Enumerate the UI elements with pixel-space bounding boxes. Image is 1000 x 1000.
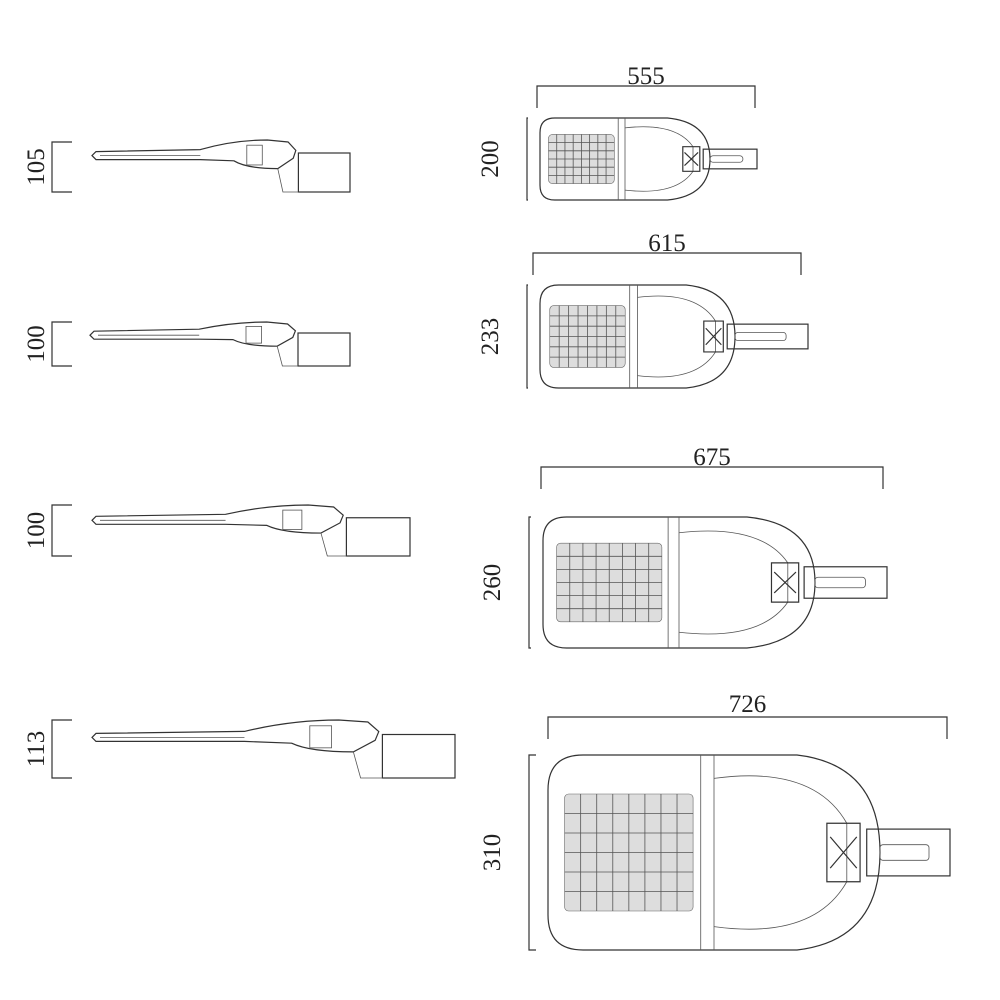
top-height-dimension-line (526, 284, 528, 389)
pole-mount-tube (726, 323, 809, 350)
top-height-label: 200 (477, 140, 504, 178)
luminaire-top-outline (539, 117, 711, 201)
mounting-bracket (381, 733, 456, 779)
top-width-dimension-line (540, 466, 884, 489)
pole-clamp (826, 822, 861, 883)
luminaire-top-outline (542, 516, 816, 649)
top-width-dimension-line (547, 716, 948, 739)
pole-clamp (682, 146, 701, 172)
pole-mount-tube (866, 828, 951, 877)
top-width-dimension-line (532, 252, 802, 275)
led-module-array (549, 305, 626, 368)
side-height-label: 100 (23, 325, 50, 363)
luminaire-model-2: 100 615 233 (23, 230, 809, 389)
mounting-bracket (297, 152, 351, 193)
luminaire-top-outline (547, 754, 881, 951)
side-height-dimension-line (51, 321, 72, 367)
side-height-dimension-line (51, 504, 72, 557)
luminaire-side-profile (89, 321, 297, 347)
pole-clamp (703, 320, 724, 353)
top-height-label: 260 (479, 564, 506, 602)
top-height-label: 310 (479, 834, 506, 872)
luminaire-model-3: 100 675 260 (23, 444, 888, 649)
led-module-array (556, 542, 663, 623)
top-height-label: 233 (477, 318, 504, 356)
top-height-dimension-line (528, 754, 536, 951)
top-height-dimension-line (526, 117, 528, 201)
top-height-dimension-line (528, 516, 531, 649)
top-width-label: 726 (729, 691, 767, 718)
side-height-dimension-line (51, 141, 72, 193)
luminaire-model-4: 113 726 310 (23, 691, 951, 951)
top-width-label: 555 (627, 63, 665, 90)
luminaire-side-profile (91, 139, 297, 170)
side-height-dimension-line (51, 719, 72, 779)
pole-mount-tube (803, 566, 888, 599)
top-width-label: 675 (693, 444, 731, 471)
pole-mount-tube (702, 148, 758, 170)
led-module-array (564, 793, 694, 912)
luminaire-side-profile (91, 504, 344, 534)
side-height-label: 113 (23, 731, 50, 768)
side-height-label: 100 (23, 512, 50, 550)
luminaire-model-1: 105 555 200 (23, 63, 758, 201)
mounting-bracket (345, 517, 411, 557)
luminaire-top-outline (539, 284, 736, 389)
led-module-array (548, 134, 615, 184)
top-width-dimension-line (536, 85, 756, 108)
side-height-label: 105 (23, 148, 50, 186)
top-width-label: 615 (648, 230, 686, 257)
mounting-bracket (297, 332, 351, 367)
luminaire-side-profile (91, 719, 380, 753)
pole-clamp (770, 562, 800, 603)
